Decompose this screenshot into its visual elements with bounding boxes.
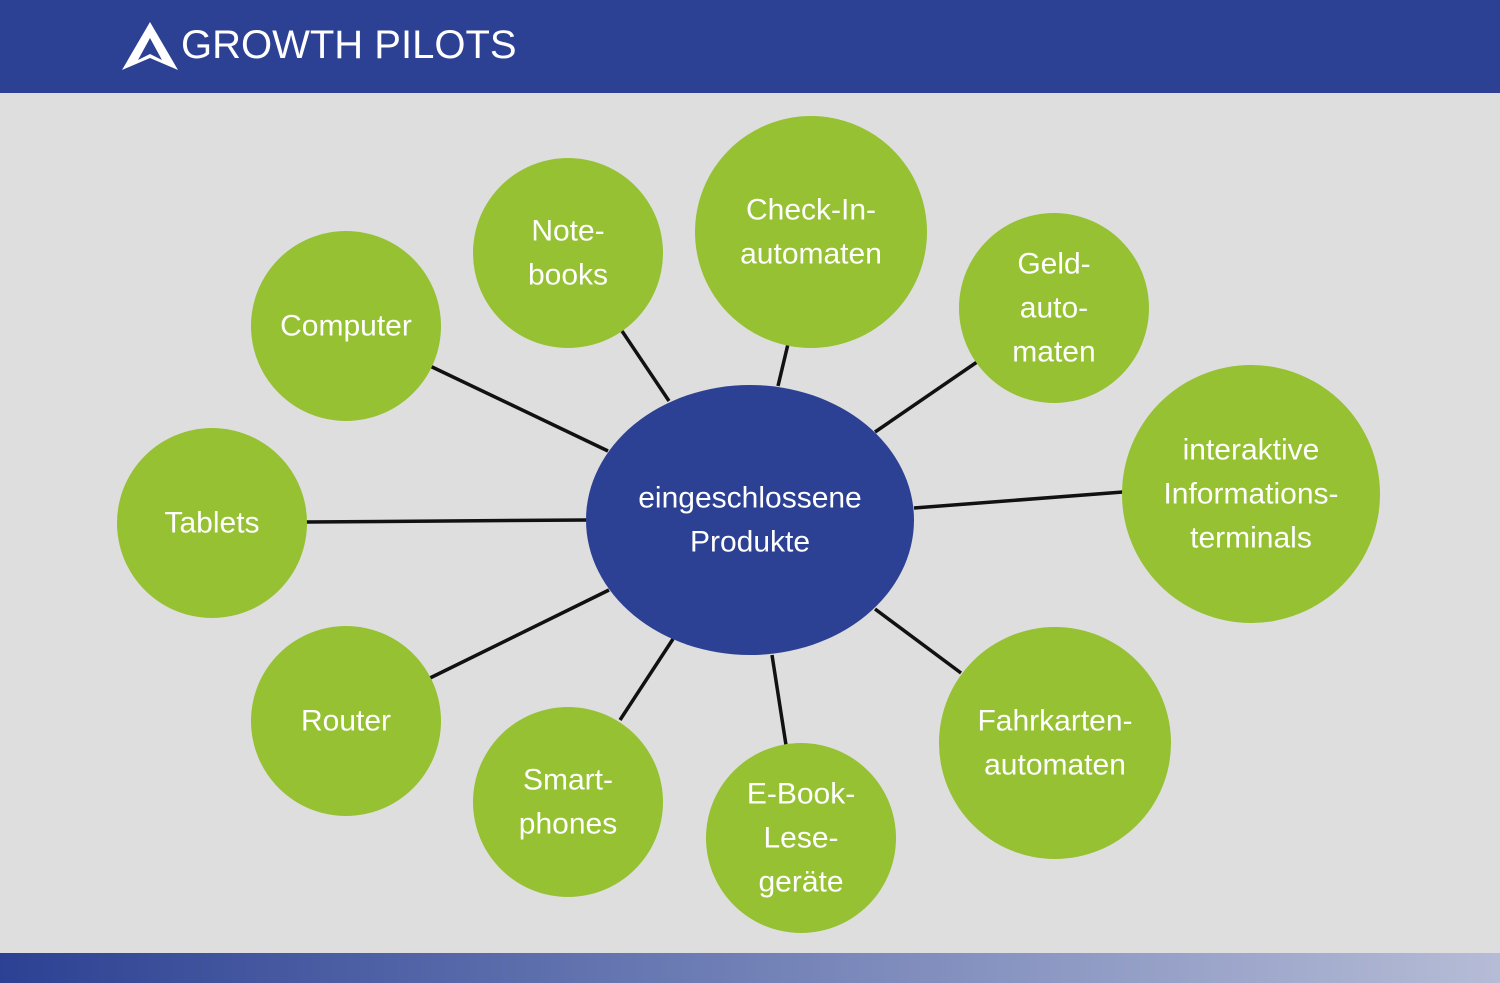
node-geldautomaten-label-line: maten (1012, 336, 1095, 369)
edge-e-book-lesegeraete (770, 654, 788, 746)
edge-smartphones (618, 638, 675, 721)
center-node-shape (586, 385, 914, 655)
node-notebooks-label-line: books (528, 259, 608, 292)
edge-router (429, 588, 610, 680)
center-node-label-line: Produkte (690, 526, 810, 559)
node-computer-label: Computer (280, 310, 412, 343)
node-informationsterminals-circle (1122, 365, 1380, 623)
node-geldautomaten: Geld-auto-maten (959, 213, 1149, 403)
node-tablets: Tablets (117, 428, 307, 618)
node-fahrkartenautomaten: Fahrkarten-automaten (939, 627, 1171, 859)
node-smartphones-label-line: phones (519, 808, 617, 841)
node-e-book-lesegeraete-label-line: E-Book- (747, 778, 855, 811)
node-computer-circle (251, 231, 441, 421)
edge-tablets (305, 518, 587, 524)
node-router-label: Router (301, 705, 391, 738)
node-e-book-lesegeraete-circle (706, 743, 896, 933)
node-computer-label-line: Computer (280, 310, 412, 343)
node-check-in-automaten-circle (695, 116, 927, 348)
footer-bar (0, 953, 1500, 983)
node-router-label-line: Router (301, 705, 391, 738)
node-fahrkartenautomaten-circle (939, 627, 1171, 859)
node-fahrkartenautomaten-label-line: automaten (984, 749, 1126, 782)
edge-geldautomaten (874, 360, 978, 434)
node-geldautomaten-label: Geld-auto-maten (1012, 248, 1095, 369)
node-notebooks-label: Note-books (528, 215, 608, 292)
node-fahrkartenautomaten-label-line: Fahrkarten- (977, 705, 1132, 738)
node-check-in-automaten: Check-In-automaten (695, 116, 927, 348)
node-informationsterminals-label-line: Informations- (1163, 478, 1338, 511)
node-tablets-label: Tablets (164, 507, 259, 540)
node-geldautomaten-label-line: Geld- (1017, 248, 1090, 281)
node-e-book-lesegeraete-label: E-Book- Lese-geräte (747, 778, 855, 899)
node-smartphones-circle (473, 707, 663, 897)
diagram-edges (305, 330, 1124, 746)
node-tablets-circle (117, 428, 307, 618)
node-computer: Computer (251, 231, 441, 421)
node-e-book-lesegeraete-label-line: geräte (758, 866, 843, 899)
node-tablets-label-line: Tablets (164, 507, 259, 540)
node-check-in-automaten-label-line: automaten (740, 238, 882, 271)
brand-name: GROWTH PILOTS (181, 23, 517, 67)
node-geldautomaten-circle (959, 213, 1149, 403)
node-smartphones-label: Smart-phones (519, 764, 617, 841)
edge-computer (429, 364, 609, 453)
edge-fahrkartenautomaten (873, 607, 963, 675)
header-bar: GROWTH PILOTS (0, 0, 1500, 93)
node-router-circle (251, 626, 441, 816)
node-e-book-lesegeraete-label-line: Lese- (763, 822, 838, 855)
edge-check-in-automaten (776, 343, 790, 387)
node-smartphones: Smart-phones (473, 707, 663, 897)
center-node-label-line: eingeschlossene (638, 482, 862, 515)
edge-informationsterminals (913, 490, 1124, 510)
node-check-in-automaten-label-line: Check-In- (746, 194, 876, 227)
arrow-a-icon (122, 22, 178, 70)
node-fahrkartenautomaten-label: Fahrkarten-automaten (977, 705, 1132, 782)
node-informationsterminals-label-line: interaktive (1183, 434, 1320, 467)
node-check-in-automaten-label: Check-In-automaten (740, 194, 882, 271)
node-notebooks-label-line: Note- (531, 215, 604, 248)
node-informationsterminals-label-line: terminals (1190, 522, 1312, 555)
node-smartphones-label-line: Smart- (523, 764, 613, 797)
node-router: Router (251, 626, 441, 816)
node-geldautomaten-label-line: auto- (1020, 292, 1088, 325)
edge-notebooks (620, 330, 671, 402)
node-e-book-lesegeraete: E-Book- Lese-geräte (706, 743, 896, 933)
node-notebooks-circle (473, 158, 663, 348)
node-notebooks: Note-books (473, 158, 663, 348)
